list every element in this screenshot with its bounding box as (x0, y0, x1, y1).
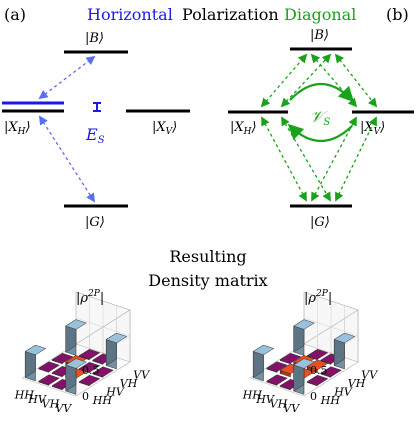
z-tick-label: 0 (310, 390, 317, 403)
col-label: VH (120, 377, 138, 390)
tile-purple-vh-vh (78, 361, 101, 374)
transition-xv-g-diag-arrow (335, 116, 377, 202)
tile-purple-hh-hv (38, 361, 60, 373)
label-b: |B⟩ (85, 31, 104, 46)
label-xv: |XV⟩ (152, 120, 177, 137)
bar-hh-hh (24, 344, 47, 382)
energy-splitting-marker (93, 102, 101, 112)
rho-label: |ρ2P| (76, 289, 104, 306)
bar-hh-vv (65, 319, 87, 356)
transition-xv-g-diag-arrow-2 (311, 116, 357, 202)
transition-xv-b-diag-arrow (334, 53, 378, 108)
panel-b-label: (b) (386, 5, 409, 24)
level-scheme-diagonal: |B⟩ |XH⟩ |XV⟩ |G⟩ 𝒱S (228, 28, 414, 230)
label-g: |G⟩ (85, 215, 105, 230)
transition-xh-b-diag-arrow (260, 53, 308, 108)
col-label: HV (105, 385, 125, 398)
bar-vv-hh (293, 358, 315, 395)
z-tick-label: 0 (82, 390, 89, 403)
density-matrix-caption: Density matrix (148, 271, 267, 290)
label-b-diag: |B⟩ (310, 28, 329, 43)
label-g-diag: |G⟩ (310, 215, 330, 230)
col-label: HH (92, 394, 113, 407)
tile-purple-hh-vh (279, 352, 302, 365)
tile-purple-hh-hv (266, 361, 288, 373)
z-tick-label: 0.5 (82, 364, 100, 377)
row-label: VV (55, 402, 72, 415)
z-tick-label: 0.5 (310, 364, 328, 377)
col-label: HV (333, 385, 353, 398)
row-label: HH (242, 388, 263, 401)
bar-hh-vv (293, 319, 315, 356)
tile-purple-vv-vh (320, 366, 342, 378)
transition-xh-b-diag-arrow-2 (280, 53, 332, 108)
row-label: VH (42, 397, 60, 410)
resulting-caption: Resulting (169, 247, 246, 266)
bar-vv-vv (105, 332, 128, 370)
col-label: VH (348, 377, 366, 390)
coupling-label: 𝒱S (310, 107, 330, 128)
diagonal-title: Diagonal (284, 5, 356, 24)
transition-xh-g-arrow (39, 115, 95, 203)
row-label: VV (283, 402, 300, 415)
col-label: VV (361, 368, 378, 381)
row-label: VH (270, 397, 288, 410)
bar-vv-hh (65, 358, 87, 395)
tile-purple-hv-vv (78, 348, 101, 361)
transition-xh-b-arrow (38, 55, 96, 100)
tile-purple-vv-hv (306, 374, 329, 387)
row-label: HV (255, 393, 275, 406)
transition-xh-g-diag-arrow-2 (281, 116, 331, 202)
tile-purple-vv-hv (78, 374, 101, 387)
label-xv-diag: |XV⟩ (360, 120, 385, 137)
row-label: HV (27, 393, 47, 406)
tile-purple-vv-vh (92, 366, 114, 378)
panel-a-label: (a) (4, 5, 26, 24)
bar-hh-hh (252, 344, 275, 382)
polarization-title: Polarization (182, 5, 279, 24)
coupling-arrow-top (289, 83, 355, 103)
bar-vv-vv (333, 332, 356, 370)
tile-purple-hh-vh (51, 352, 74, 365)
col-label: HH (320, 394, 341, 407)
energy-splitting-label: ES (85, 125, 105, 146)
rho-label: |ρ2P| (304, 289, 332, 306)
horizontal-title: Horizontal (87, 5, 173, 24)
label-xh-diag: |XH⟩ (230, 120, 257, 137)
col-label: VV (133, 368, 150, 381)
tile-purple-hv-hh (266, 374, 288, 386)
label-xh: |XH⟩ (4, 120, 31, 137)
row-label: HH (14, 388, 35, 401)
tile-purple-hv-hh (38, 374, 60, 386)
coupling-arrow-bottom (287, 123, 353, 142)
transition-xh-g-diag-arrow (261, 116, 307, 202)
level-scheme-horizontal: |B⟩ |XH⟩ |XV⟩ |G⟩ ES (2, 31, 190, 230)
